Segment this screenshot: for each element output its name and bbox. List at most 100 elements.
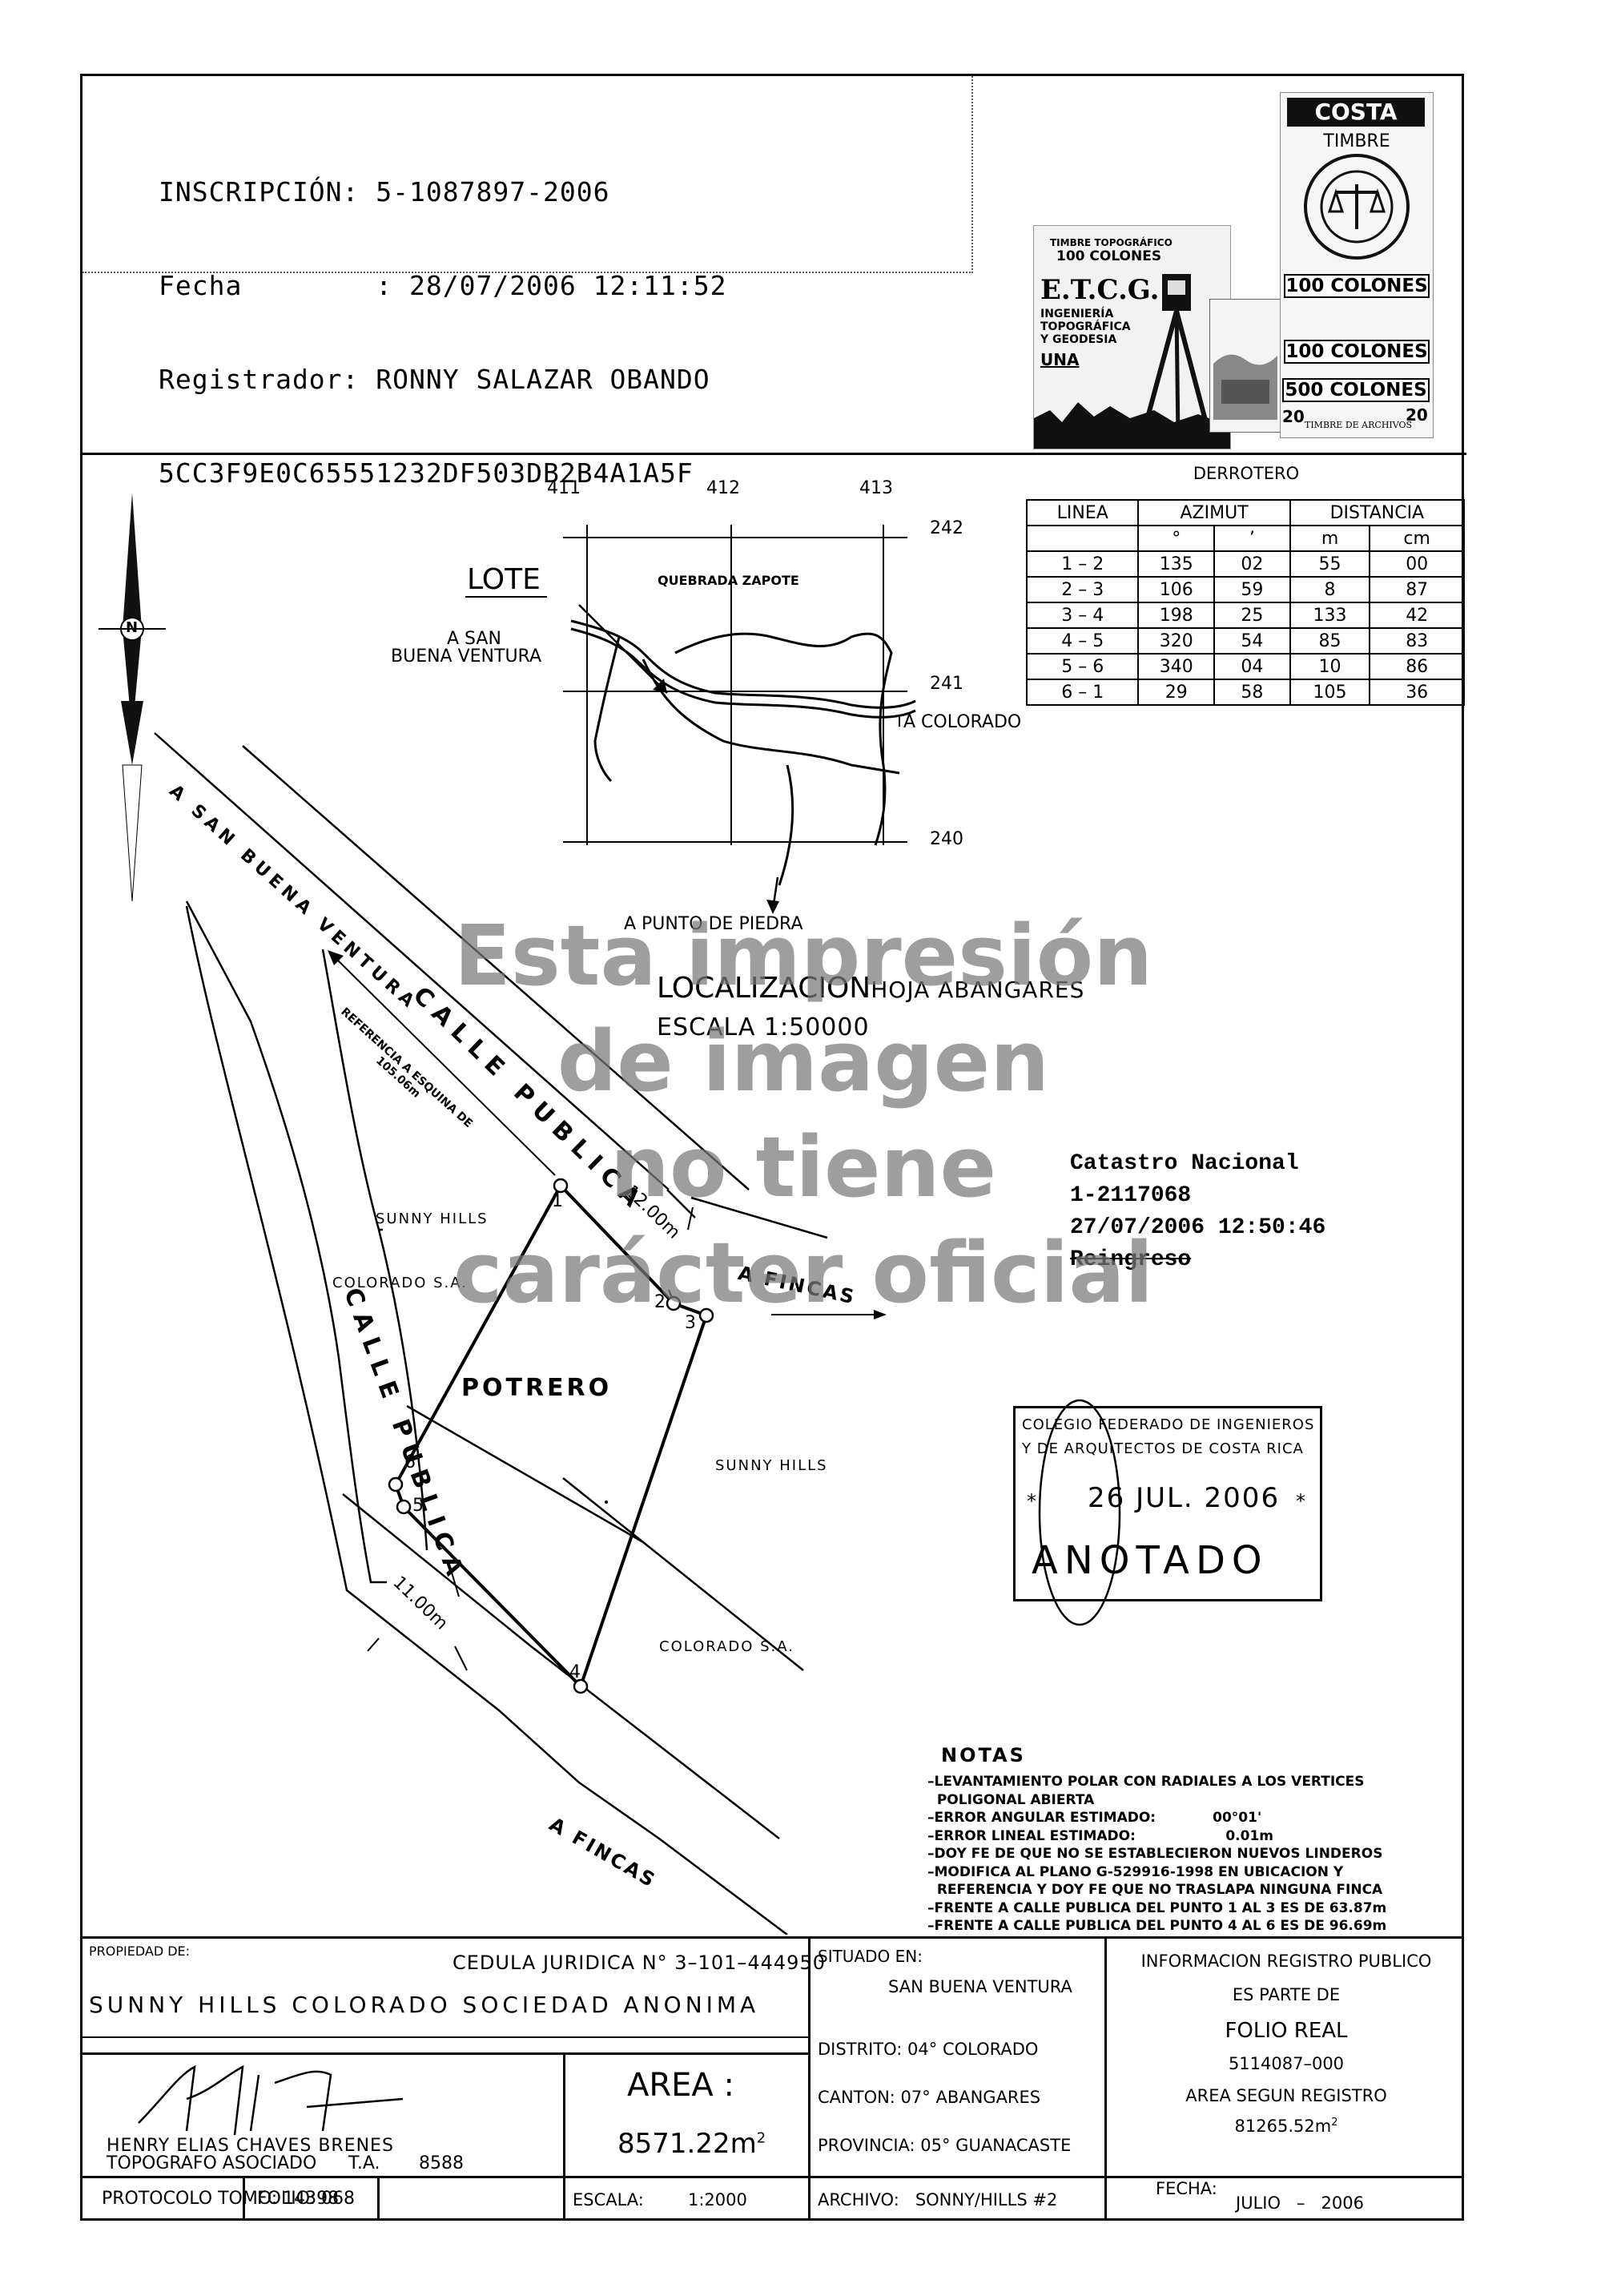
row-linea: 1 – 2 xyxy=(1025,550,1140,578)
potrero-label: POTRERO xyxy=(461,1374,613,1402)
etcg-line3: Y GEODESIA xyxy=(1040,333,1117,346)
unit-m: m xyxy=(1289,525,1371,552)
costa-rica-timbre-stamp: COSTA RICA TIMBRE 100 COLONES 100 COLONE… xyxy=(1280,92,1434,438)
propiedad-label: PROPIEDAD DE: xyxy=(89,1944,191,1959)
tb-divider xyxy=(1104,1939,1107,2221)
tb-divider xyxy=(82,2052,808,2055)
row-linea: 5 – 6 xyxy=(1025,653,1140,680)
timbre-label: TIMBRE xyxy=(1323,131,1390,151)
row-cm: 36 xyxy=(1369,679,1465,706)
location-map-roads xyxy=(570,619,916,886)
vertex-5-label: 5 xyxy=(412,1496,424,1516)
timbre-100-colones-b: 100 COLONES xyxy=(1284,340,1430,364)
archive-stamp xyxy=(1209,299,1281,433)
note-line: –ERROR ANGULAR ESTIMADO: 00°01' xyxy=(927,1810,1262,1826)
ta-value: 8588 xyxy=(419,2153,464,2173)
lot-vertices xyxy=(388,1178,714,1694)
escala-tb-value: 1:2000 xyxy=(688,2190,747,2209)
registration-box xyxy=(82,76,973,273)
colegio-line1: COLEGIO FEDERADO DE INGENIEROS xyxy=(1022,1416,1315,1433)
area-label: AREA : xyxy=(627,2067,734,2104)
area-number: 8571.22m xyxy=(617,2128,757,2160)
row-cm: 42 xyxy=(1369,602,1465,629)
a-san-label: A SAN xyxy=(447,629,501,649)
unit-min: ’ xyxy=(1213,525,1291,552)
grid-y-240: 240 xyxy=(930,829,963,849)
row-linea: 4 – 5 xyxy=(1025,627,1140,655)
referencia-arrow xyxy=(330,953,556,1176)
center-dot xyxy=(605,1500,608,1504)
lote-arrowhead xyxy=(653,679,667,693)
timbre-archivos: TIMBRE DE ARCHIVOS xyxy=(1305,420,1413,430)
colegio-line2: Y DE ARQUITECTOS DE COSTA RICA xyxy=(1022,1440,1304,1457)
info-title: INFORMACION REGISTRO PUBLICO xyxy=(1140,1952,1432,1971)
signature-oval xyxy=(1038,1399,1121,1626)
etcg-una: UNA xyxy=(1040,350,1080,369)
plan-north-label: N xyxy=(126,619,139,636)
buena-ventura-label: BUENA VENTURA xyxy=(391,647,541,667)
vertex-3-label: 3 xyxy=(685,1313,696,1333)
row-linea: 3 – 4 xyxy=(1025,602,1140,629)
etcg-colones: 100 COLONES xyxy=(1056,248,1162,264)
row-min: 59 xyxy=(1213,576,1291,603)
fecha-value: : 28/07/2006 12:11:52 xyxy=(376,270,727,301)
situado-value: SAN BUENA VENTURA xyxy=(888,1977,1072,1996)
note-line: –FRENTE A CALLE PUBLICA DEL PUNTO 1 AL 3… xyxy=(927,1899,1387,1916)
tb-divider-folio xyxy=(377,2176,380,2221)
escala-tb-label: ESCALA: xyxy=(573,2190,644,2209)
note-line: –FRENTE A CALLE PUBLICA DEL PUNTO 4 AL 6… xyxy=(927,1918,1387,1934)
costa-rica-label: COSTA RICA xyxy=(1314,99,1398,154)
colegio-star-right: * xyxy=(1296,1490,1305,1513)
colegio-star-left: * xyxy=(1027,1490,1036,1513)
survey-plan-sheet: INSCRIPCIÓN: 5-1087897-2006 Fecha : 28/0… xyxy=(80,74,1466,2222)
row-m: 10 xyxy=(1289,653,1371,680)
lote-label: LOTE xyxy=(467,563,541,596)
es-parte-label: ES PARTE DE xyxy=(1232,1985,1341,2004)
costa-rica-banner: COSTA RICA xyxy=(1287,98,1425,154)
area-registro-label: AREA SEGUN REGISTRO xyxy=(1185,2086,1387,2105)
row-deg: 198 xyxy=(1137,602,1216,629)
ta-label: T.A. xyxy=(348,2153,380,2173)
tb-divider xyxy=(808,1939,810,2221)
title-block: PROPIEDAD DE: CEDULA JURIDICA N° 3–101–4… xyxy=(82,1936,1462,2222)
tb-divider xyxy=(243,2176,245,2221)
cedula-label: CEDULA JURIDICA N° 3–101–444950 xyxy=(453,1952,826,1974)
protocolo-label: PROTOCOLO TOMO: 14398 xyxy=(102,2189,340,2209)
timbre-500-colones: 500 COLONES xyxy=(1282,378,1430,402)
vertex-6-label: 6 xyxy=(404,1452,416,1472)
tb-divider xyxy=(82,2176,1462,2178)
situado-label: SITUADO EN: xyxy=(818,1947,923,1966)
timbre-twenty-a: 20 xyxy=(1282,407,1305,426)
registration-text: INSCRIPCIÓN: 5-1087897-2006 Fecha : 28/0… xyxy=(159,114,727,551)
notes-list: –LEVANTAMIENTO POLAR CON RADIALES A LOS … xyxy=(927,1773,1386,1935)
sunny-hills-nw-label: SUNNY HILLS xyxy=(376,1210,489,1227)
mountain-silhouette xyxy=(1034,402,1230,449)
a-punto-label: A PUNTO DE PIEDRA xyxy=(624,914,803,934)
note-line: –ERROR LINEAL ESTIMADO: 0.01m xyxy=(927,1827,1273,1844)
area-value: 8571.22m2 xyxy=(617,2128,766,2160)
colorado-w-label: COLORADO S.A. xyxy=(332,1275,468,1291)
escala-label: ESCALA 1:50000 xyxy=(657,1013,870,1041)
registrador-value: RONNY SALAZAR OBANDO xyxy=(376,364,710,395)
row-linea: 6 – 1 xyxy=(1025,679,1140,706)
unit-blank xyxy=(1025,525,1140,552)
colorado-se-label: COLORADO S.A. xyxy=(659,1638,794,1655)
punto-arrowhead xyxy=(766,900,779,914)
tb-divider xyxy=(563,2052,565,2221)
note-line: REFERENCIA Y DOY FE QUE NO TRASLAPA NING… xyxy=(927,1882,1383,1898)
etcg-title: TIMBRE TOPOGRÁFICO xyxy=(1050,237,1173,248)
grid-x-411: 411 xyxy=(547,478,581,498)
topografo-name: HENRY ELIAS CHAVES BRENES xyxy=(107,2136,394,2156)
fecha-tb-value: JULIO – 2006 xyxy=(1236,2193,1364,2213)
provincia-label: PROVINCIA: 05° GUANACASTE xyxy=(818,2136,1072,2155)
area-registro-value: 81265.52m2 xyxy=(1111,2117,1462,2136)
note-line: –DOY FE DE QUE NO SE ESTABLECIERON NUEVO… xyxy=(927,1846,1383,1862)
row-deg: 29 xyxy=(1137,679,1216,706)
col-distancia: DISTANCIA xyxy=(1289,499,1466,526)
row-min: 54 xyxy=(1213,627,1291,655)
